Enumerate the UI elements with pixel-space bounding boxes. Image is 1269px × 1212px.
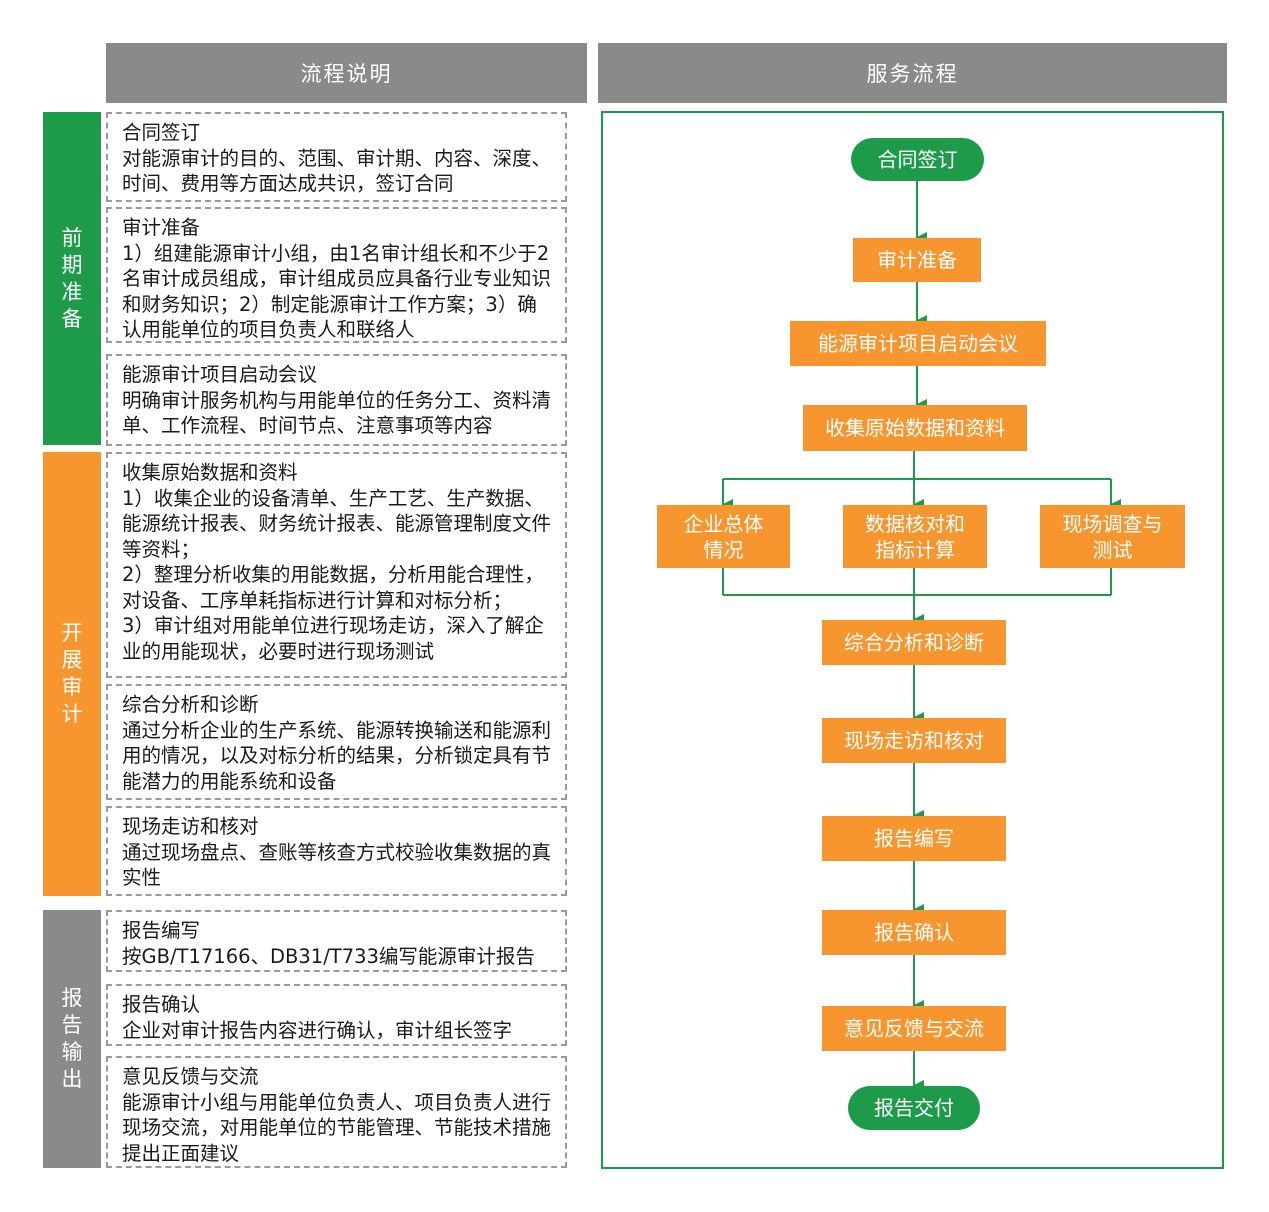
step-body: 按GB/T17166、DB31/T733编写能源审计报告 [122, 944, 535, 968]
flow-branch-label-line1: 现场调查与 [1063, 512, 1163, 536]
flow-branch-overview: 企业总体 情况 [657, 505, 790, 568]
flow-node-label: 报告确认 [874, 921, 954, 945]
flow-start-node: 合同签订 [851, 138, 984, 181]
flow-node-site-visit: 现场走访和核对 [822, 718, 1006, 763]
flow-node-label: 综合分析和诊断 [844, 631, 984, 655]
step-title: 能源审计项目启动会议 [122, 363, 318, 386]
flow-node-report-confirm: 报告确认 [822, 910, 1006, 955]
flow-branch-label-line2: 测试 [1093, 538, 1133, 562]
step-title: 报告编写 [122, 919, 201, 942]
step-kickoff-meeting: 能源审计项目启动会议 明确审计服务机构与用能单位的任务分工、资料清单、工作流程、… [106, 354, 567, 446]
step-title: 收集原始数据和资料 [122, 461, 298, 484]
step-title: 合同签订 [122, 121, 201, 144]
step-body: 对能源审计的目的、范围、审计期、内容、深度、时间、费用等方面达成共识，签订合同 [122, 146, 552, 196]
step-report-confirmation: 报告确认 企业对审计报告内容进行确认，审计组长签字 [106, 984, 567, 1046]
flow-node-label: 能源审计项目启动会议 [818, 332, 1018, 356]
phase-preparation: 前期准备 [43, 112, 101, 445]
phase-label: 报告输出 [61, 986, 83, 1091]
step-title: 审计准备 [122, 216, 201, 239]
flow-branch-data-check: 数据核对和 指标计算 [843, 505, 987, 568]
step-body: 企业对审计报告内容进行确认，审计组长签字 [122, 1018, 513, 1042]
step-body: 1）收集企业的设备清单、生产工艺、生产数据、能源统计报表、财务统计报表、能源管理… [122, 486, 552, 663]
flow-node-label: 现场走访和核对 [844, 729, 984, 753]
step-body: 通过现场盘点、查账等核查方式校验收集数据的真实性 [122, 840, 552, 890]
flow-node-feedback: 意见反馈与交流 [822, 1006, 1006, 1051]
step-audit-preparation: 审计准备 1）组建能源审计小组，由1名审计组长和不少于2名审计成员组成，审计组成… [106, 207, 567, 343]
flow-node-kickoff: 能源审计项目启动会议 [790, 321, 1046, 366]
flow-branch-label-line1: 数据核对和 [865, 512, 965, 536]
step-analysis-diagnosis: 综合分析和诊断 通过分析企业的生产系统、能源转换输送和能源利用的情况，以及对标分… [106, 684, 567, 800]
step-body: 通过分析企业的生产系统、能源转换输送和能源利用的情况，以及对标分析的结果，分析锁… [122, 718, 552, 793]
step-body: 能源审计小组与用能单位负责人、项目负责人进行现场交流，对用能单位的节能管理、节能… [122, 1090, 552, 1165]
flow-node-audit-prep: 审计准备 [853, 238, 981, 282]
flow-branch-label-line2: 指标计算 [875, 538, 955, 562]
flow-connectors [721, 181, 1121, 1092]
phase-report: 报告输出 [43, 910, 101, 1168]
header-service-flow: 服务流程 [598, 43, 1227, 103]
step-data-collection: 收集原始数据和资料 1）收集企业的设备清单、生产工艺、生产数据、能源统计报表、财… [106, 452, 567, 678]
step-body: 1）组建能源审计小组，由1名审计组长和不少于2名审计成员组成，审计组成员应具备行… [122, 241, 552, 342]
flow-node-analysis: 综合分析和诊断 [822, 620, 1006, 665]
flow-branch-label-line1: 企业总体 [684, 512, 764, 536]
step-title: 综合分析和诊断 [122, 693, 259, 716]
flow-node-collect-data: 收集原始数据和资料 [803, 405, 1027, 451]
step-title: 现场走访和核对 [122, 815, 259, 838]
flow-end-label: 报告交付 [874, 1096, 954, 1120]
step-feedback-exchange: 意见反馈与交流 能源审计小组与用能单位负责人、项目负责人进行现场交流，对用能单位… [106, 1056, 567, 1168]
step-site-visit: 现场走访和核对 通过现场盘点、查账等核查方式校验收集数据的真实性 [106, 806, 567, 896]
step-title: 报告确认 [122, 993, 201, 1016]
flow-node-label: 审计准备 [877, 248, 957, 272]
flow-branch-site-survey: 现场调查与 测试 [1040, 505, 1185, 568]
step-title: 意见反馈与交流 [122, 1065, 259, 1088]
header-process-description: 流程说明 [106, 43, 587, 103]
step-contract-signing: 合同签订 对能源审计的目的、范围、审计期、内容、深度、时间、费用等方面达成共识，… [106, 112, 567, 202]
flow-frame [601, 111, 1224, 1169]
flow-node-report-writing: 报告编写 [822, 816, 1006, 861]
phase-audit: 开展审计 [43, 452, 101, 896]
phase-label: 开展审计 [61, 621, 83, 726]
flow-branch-label-line2: 情况 [704, 538, 744, 562]
flow-end-node: 报告交付 [848, 1086, 980, 1130]
step-body: 明确审计服务机构与用能单位的任务分工、资料清单、工作流程、时间节点、注意事项等内… [122, 388, 552, 438]
step-report-writing: 报告编写 按GB/T17166、DB31/T733编写能源审计报告 [106, 910, 567, 972]
flow-node-label: 收集原始数据和资料 [825, 416, 1005, 440]
phase-label: 前期准备 [61, 225, 83, 331]
flow-node-label: 意见反馈与交流 [844, 1017, 984, 1041]
flow-node-label: 报告编写 [874, 827, 954, 851]
flow-start-label: 合同签订 [878, 148, 958, 172]
